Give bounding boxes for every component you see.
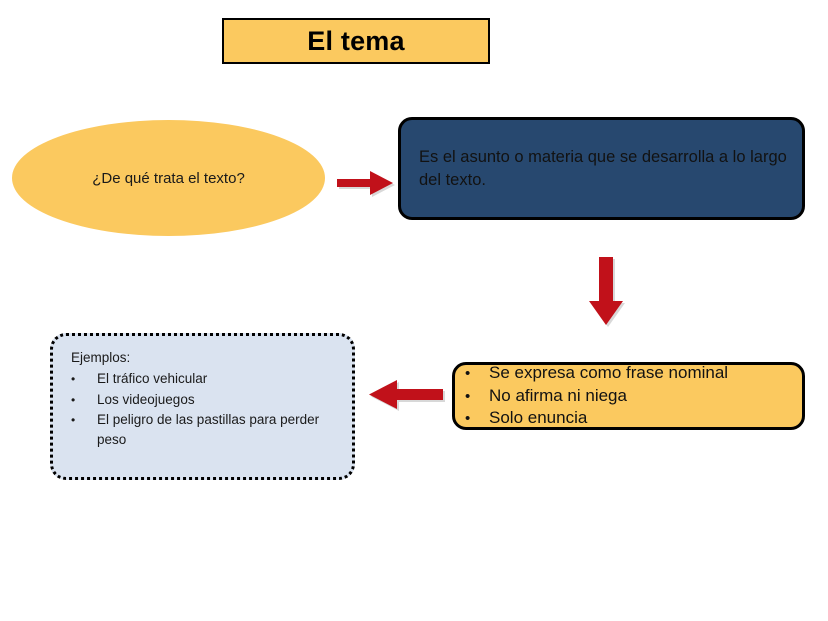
traits-list: • Se expresa como frase nominal • No afi… xyxy=(455,362,802,430)
list-item: • El peligro de las pastillas para perde… xyxy=(71,410,342,451)
examples-list: • El tráfico vehicular • Los videojuegos… xyxy=(71,369,342,450)
examples-box: Ejemplos: • El tráfico vehicular • Los v… xyxy=(50,333,355,480)
list-item: • Solo enuncia xyxy=(465,407,796,430)
list-item: • Los videojuegos xyxy=(71,390,342,410)
example-text: Los videojuegos xyxy=(97,391,195,407)
page-title-box: El tema xyxy=(222,18,490,64)
arrow-right-icon xyxy=(335,169,395,197)
question-text: ¿De qué trata el texto? xyxy=(92,169,245,187)
trait-text: Solo enuncia xyxy=(489,408,588,428)
definition-text: Es el asunto o materia que se desarrolla… xyxy=(419,148,787,189)
page-title: El tema xyxy=(307,25,405,56)
arrow-down-icon xyxy=(586,256,626,328)
arrow-left-icon xyxy=(368,379,446,411)
trait-text: No afirma ni niega xyxy=(489,385,627,405)
definition-box: Es el asunto o materia que se desarrolla… xyxy=(398,117,805,220)
traits-box: • Se expresa como frase nominal • No afi… xyxy=(452,362,805,430)
question-ellipse: ¿De qué trata el texto? xyxy=(12,120,325,236)
example-text: El peligro de las pastillas para perder … xyxy=(97,411,320,447)
example-text: El tráfico vehicular xyxy=(97,371,208,387)
bullet-icon: • xyxy=(465,387,471,405)
examples-heading: Ejemplos: xyxy=(71,350,131,365)
list-item: • No afirma ni niega xyxy=(465,385,796,408)
bullet-icon: • xyxy=(71,412,76,427)
trait-text: Se expresa como frase nominal xyxy=(489,363,729,383)
bullet-icon: • xyxy=(465,410,471,428)
bullet-icon: • xyxy=(71,372,76,387)
list-item: • El tráfico vehicular xyxy=(71,369,342,389)
bullet-icon: • xyxy=(465,365,471,383)
list-item: • Se expresa como frase nominal xyxy=(465,362,796,385)
bullet-icon: • xyxy=(71,392,76,407)
